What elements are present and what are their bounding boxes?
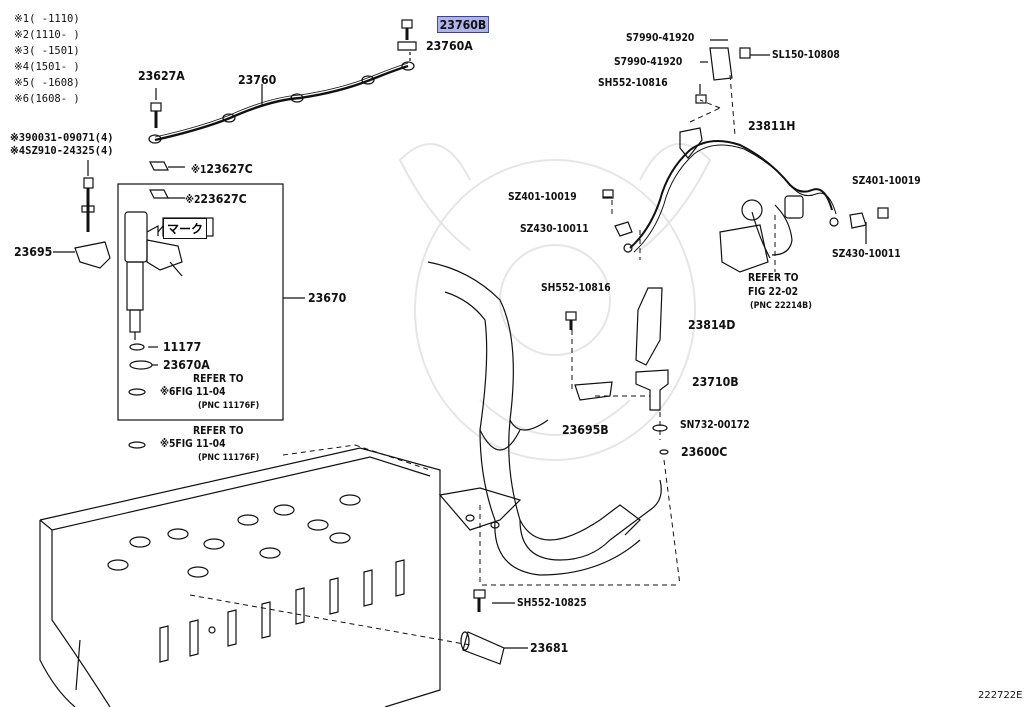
refer-2-line2[interactable]: ※5FIG 11-04 xyxy=(160,438,226,450)
refer-2-pnc: (PNC 11176F) xyxy=(198,453,260,463)
refer-3-line1: REFER TO xyxy=(748,272,799,284)
note-5: ※5( -1608) xyxy=(14,77,80,89)
refer-1-line2[interactable]: ※6FIG 11-04 xyxy=(160,386,226,398)
watermark-emblem xyxy=(398,143,712,461)
part-S7990-41920-a[interactable]: S7990-41920 xyxy=(626,32,695,44)
part-SL150-10808[interactable]: SL150-10808 xyxy=(772,49,840,61)
part-23627C-2[interactable]: ※223627C xyxy=(185,191,247,206)
part-23710B[interactable]: 23710B xyxy=(692,374,739,389)
part-SH552-10816-b[interactable]: SH552-10816 xyxy=(598,77,668,89)
refer-1-pnc: (PNC 11176F) xyxy=(198,401,260,411)
refer-3-pnc: (PNC 22214B) xyxy=(750,301,812,311)
marker-label: マーク xyxy=(163,218,208,239)
refer-1-line1: REFER TO xyxy=(193,373,244,385)
injector-group-box xyxy=(117,183,284,421)
part-S7990-41920-b[interactable]: S7990-41920 xyxy=(614,56,683,68)
part-23760A[interactable]: 23760A xyxy=(426,38,473,53)
part-SH552-10816-a[interactable]: SH552-10816 xyxy=(541,282,611,294)
part-23814D[interactable]: 23814D xyxy=(688,317,736,332)
note-2: ※2(1110- ) xyxy=(14,29,80,41)
part-23695B[interactable]: 23695B xyxy=(562,422,609,437)
part-23627C-1[interactable]: ※123627C xyxy=(191,161,253,176)
fuel-injector xyxy=(124,211,183,340)
bolt-note-3: ※390031-09071(4) xyxy=(10,132,114,144)
intake-pipe xyxy=(427,261,662,576)
part-SZ401-10019-a[interactable]: SZ401-10019 xyxy=(508,191,577,203)
part-SZ401-10019-b[interactable]: SZ401-10019 xyxy=(852,175,921,187)
note-3: ※3( -1501) xyxy=(14,45,80,57)
part-23695[interactable]: 23695 xyxy=(14,244,53,259)
bolt-note-4: ※4SZ910-24325(4) xyxy=(10,145,114,157)
part-11177[interactable]: 11177 xyxy=(163,339,202,354)
diagram-id: 222722E xyxy=(978,690,1023,701)
part-SZ430-10011-a[interactable]: SZ430-10011 xyxy=(520,223,589,235)
cylinder-head xyxy=(39,447,441,707)
part-23811H[interactable]: 23811H xyxy=(748,118,796,133)
part-23670A[interactable]: 23670A xyxy=(163,357,210,372)
part-23760[interactable]: 23760 xyxy=(238,72,277,87)
part-SN732-00172[interactable]: SN732-00172 xyxy=(680,419,750,431)
part-23627A[interactable]: 23627A xyxy=(138,68,185,83)
part-SZ430-10011-b[interactable]: SZ430-10011 xyxy=(832,248,901,260)
note-4: ※4(1501- ) xyxy=(14,61,80,73)
part-23681[interactable]: 23681 xyxy=(530,640,569,655)
pressure-sensor xyxy=(719,195,804,273)
note-1: ※1( -1110) xyxy=(14,13,80,25)
refer-2-line1: REFER TO xyxy=(193,425,244,437)
leak-off-pipe xyxy=(154,64,409,142)
part-SH552-10825[interactable]: SH552-10825 xyxy=(517,597,587,609)
part-23670[interactable]: 23670 xyxy=(308,290,347,305)
part-23600C[interactable]: 23600C xyxy=(681,444,728,459)
sensor-hose xyxy=(629,140,837,259)
part-23760B[interactable]: 23760B xyxy=(437,16,489,33)
note-6: ※6(1608- ) xyxy=(14,93,80,105)
refer-3-line2[interactable]: FIG 22-02 xyxy=(748,286,799,298)
